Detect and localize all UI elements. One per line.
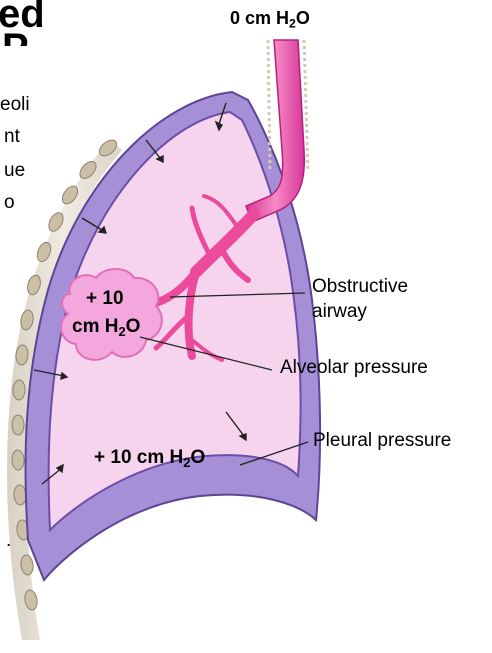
obstructive-airway-label-line2: airway	[312, 301, 367, 323]
top-pressure-label: 0 cm H2O	[230, 8, 310, 29]
alveolar-value-line1: + 10	[86, 288, 124, 310]
cutoff-body-line4: o	[4, 192, 15, 214]
cutoff-body-line3: ue	[4, 160, 25, 182]
pleural-value-label: + 10 cm H2O	[94, 447, 205, 469]
cutoff-body-line2: nt	[4, 126, 20, 148]
alveolar-pressure-label: Alveolar pressure	[280, 357, 428, 379]
cutoff-period: .	[6, 530, 11, 552]
alveolar-value-line2: cm H2O	[72, 316, 140, 338]
cutoff-body-line1: eoli	[0, 94, 30, 116]
pleural-pressure-label: Pleural pressure	[313, 430, 451, 452]
obstructive-airway-label-line1: Obstructive	[312, 276, 408, 298]
